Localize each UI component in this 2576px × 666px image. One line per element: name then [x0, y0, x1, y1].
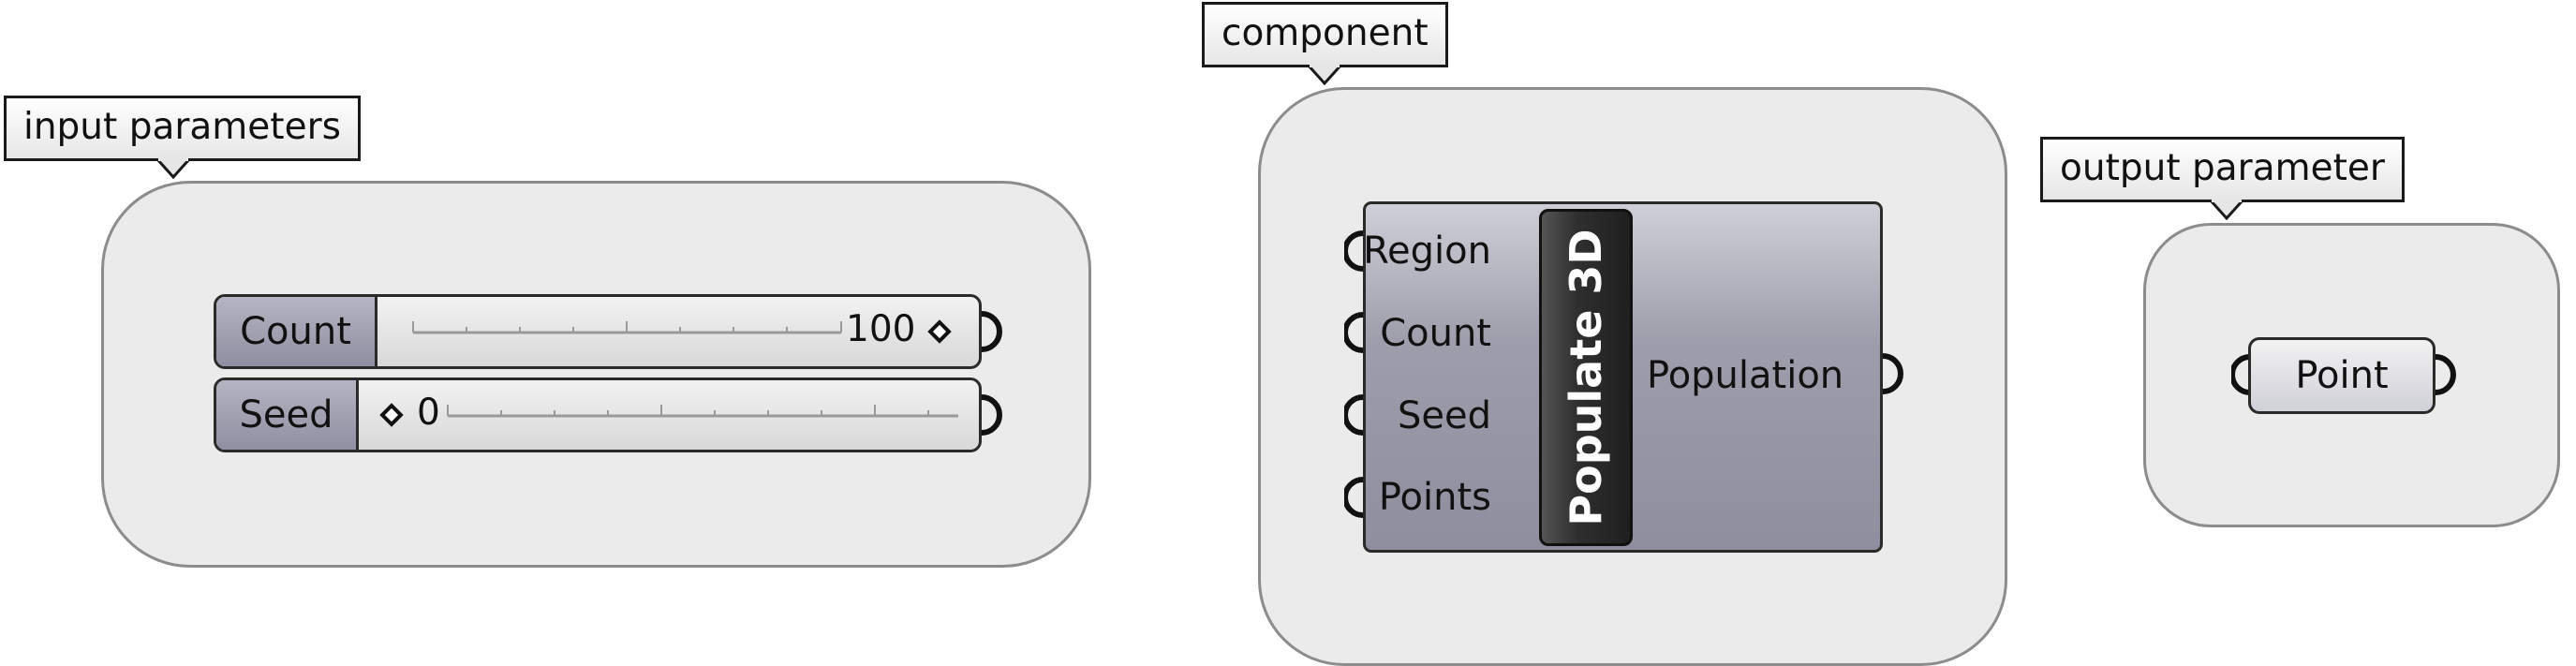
count-input-grip[interactable] — [1344, 309, 1365, 356]
seed-slider-name: Seed — [216, 380, 359, 450]
input-parameters-callout: input parameters — [4, 96, 361, 179]
seed-slider-value: 0 — [417, 392, 440, 434]
component-title: Populate 3D — [1561, 229, 1611, 526]
point-input-grip[interactable] — [2231, 351, 2252, 398]
seed-slider-handle-icon[interactable] — [378, 401, 406, 429]
count-slider-label: Count — [240, 310, 351, 353]
seed-slider-ticks — [447, 405, 958, 418]
input-points-label: Points — [1378, 476, 1491, 519]
point-parameter-label: Point — [2295, 354, 2389, 397]
seed-input-grip[interactable] — [1344, 392, 1365, 438]
point-parameter[interactable]: Point — [2248, 337, 2435, 414]
component-callout: component — [1202, 2, 1448, 85]
populate-3d-component[interactable]: Region Count Seed Points Populate 3D Pop… — [1363, 201, 1883, 553]
count-slider[interactable]: Count 100 — [214, 294, 982, 369]
seed-slider-label: Seed — [239, 393, 333, 437]
seed-output-grip[interactable] — [980, 392, 1002, 438]
input-parameters-group — [101, 181, 1091, 568]
seed-slider-track[interactable]: 0 — [359, 380, 979, 450]
callout-tail — [2210, 200, 2243, 220]
output-parameter-callout: output parameter — [2040, 137, 2405, 220]
count-slider-handle-icon[interactable] — [925, 318, 954, 346]
count-slider-name: Count — [216, 297, 378, 366]
population-output-grip[interactable] — [1881, 350, 1903, 397]
points-input-grip[interactable] — [1344, 474, 1365, 521]
count-slider-track[interactable]: 100 — [378, 297, 979, 366]
callout-tail — [1308, 65, 1341, 85]
point-output-grip[interactable] — [2434, 351, 2456, 398]
input-region-label: Region — [1363, 229, 1491, 273]
region-input-grip[interactable] — [1344, 228, 1365, 274]
input-seed-label: Seed — [1398, 394, 1491, 437]
component-title-bar[interactable]: Populate 3D — [1539, 209, 1633, 546]
input-count-label: Count — [1380, 312, 1491, 355]
input-parameters-label: input parameters — [23, 106, 341, 148]
output-parameter-label: output parameter — [2060, 147, 2385, 189]
count-slider-value: 100 — [846, 308, 916, 350]
seed-slider[interactable]: Seed 0 — [214, 377, 982, 452]
count-slider-ticks — [412, 321, 842, 334]
count-output-grip[interactable] — [980, 308, 1002, 355]
output-population-label: Population — [1647, 354, 1844, 397]
callout-tail — [156, 158, 190, 179]
component-label: component — [1221, 12, 1429, 54]
